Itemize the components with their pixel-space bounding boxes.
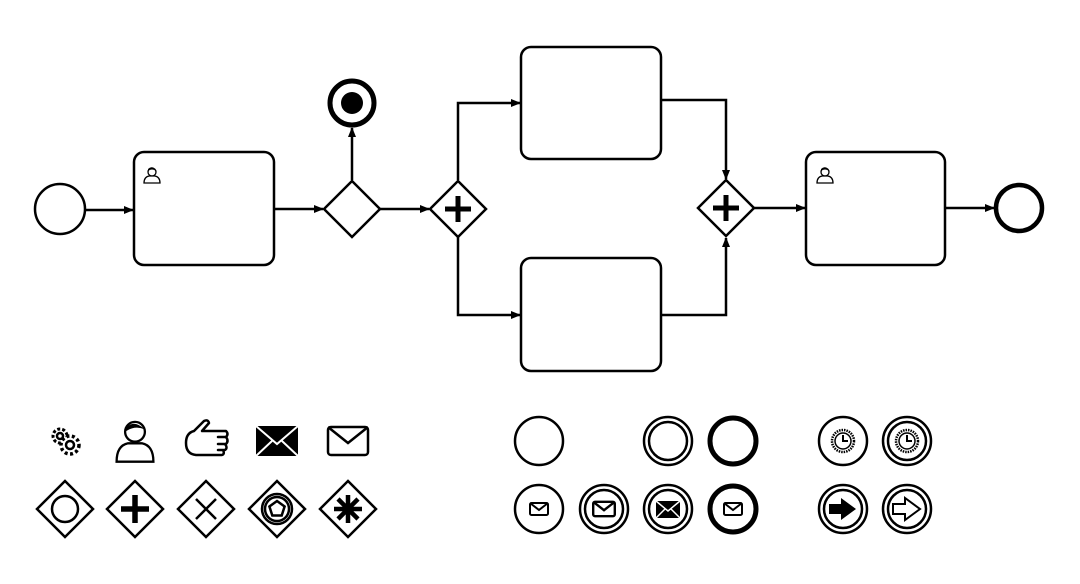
envelope-icon [591, 500, 616, 518]
envelope-icon [326, 425, 370, 457]
message-intermediate-throw-event [642, 483, 694, 535]
task-top[interactable] [519, 45, 663, 161]
flow-split-to-top-task[interactable] [456, 99, 521, 180]
event-based-gateway [247, 479, 307, 539]
filled-envelope-icon [655, 500, 681, 519]
complex-gateway [318, 479, 378, 539]
plus-icon [713, 195, 739, 221]
user-task-2[interactable] [804, 150, 947, 267]
envelope-icon [723, 502, 743, 516]
legend-gateways [35, 479, 378, 539]
filled-envelope-icon [255, 425, 299, 457]
clock-icon [894, 428, 920, 454]
sequence-flows [85, 98, 995, 319]
gears-icon [51, 427, 81, 456]
message-start-event [513, 483, 565, 535]
clock-icon [830, 428, 856, 454]
envelope-icon [529, 502, 549, 516]
exclusive-gateway [176, 479, 236, 539]
legend-task-icons [51, 419, 370, 463]
hand-icon [184, 419, 229, 457]
link-catch-event [881, 483, 933, 535]
plus-icon [445, 196, 471, 222]
exclusive-gateway[interactable] [322, 179, 382, 239]
end-event[interactable] [993, 182, 1045, 234]
start-event[interactable] [33, 182, 87, 236]
intermediate-event [642, 415, 694, 467]
timer-start-event [817, 415, 869, 467]
parallel-gateway-split[interactable] [428, 179, 488, 239]
flow-bottom-task-to-join[interactable] [662, 237, 730, 317]
inclusive-gateway [35, 479, 95, 539]
parallel-gateway [105, 479, 165, 539]
user-task-1[interactable] [132, 150, 276, 267]
filled-arrow-icon [829, 498, 856, 520]
parallel-gateway-join[interactable] [696, 178, 756, 238]
legend-events [513, 415, 933, 535]
message-intermediate-catch-event [578, 483, 630, 535]
timer-intermediate-event [881, 415, 933, 467]
flow-top-task-to-join[interactable] [662, 98, 730, 180]
link-throw-event [817, 483, 869, 535]
flow-split-to-bottom-task[interactable] [456, 237, 521, 319]
user-icon [115, 420, 155, 463]
terminate-end-event[interactable] [327, 78, 377, 128]
message-end-event [707, 483, 759, 535]
task-bottom[interactable] [519, 256, 663, 373]
start-event [513, 415, 565, 467]
end-event [707, 415, 759, 467]
arrow-outline-icon [892, 496, 922, 522]
